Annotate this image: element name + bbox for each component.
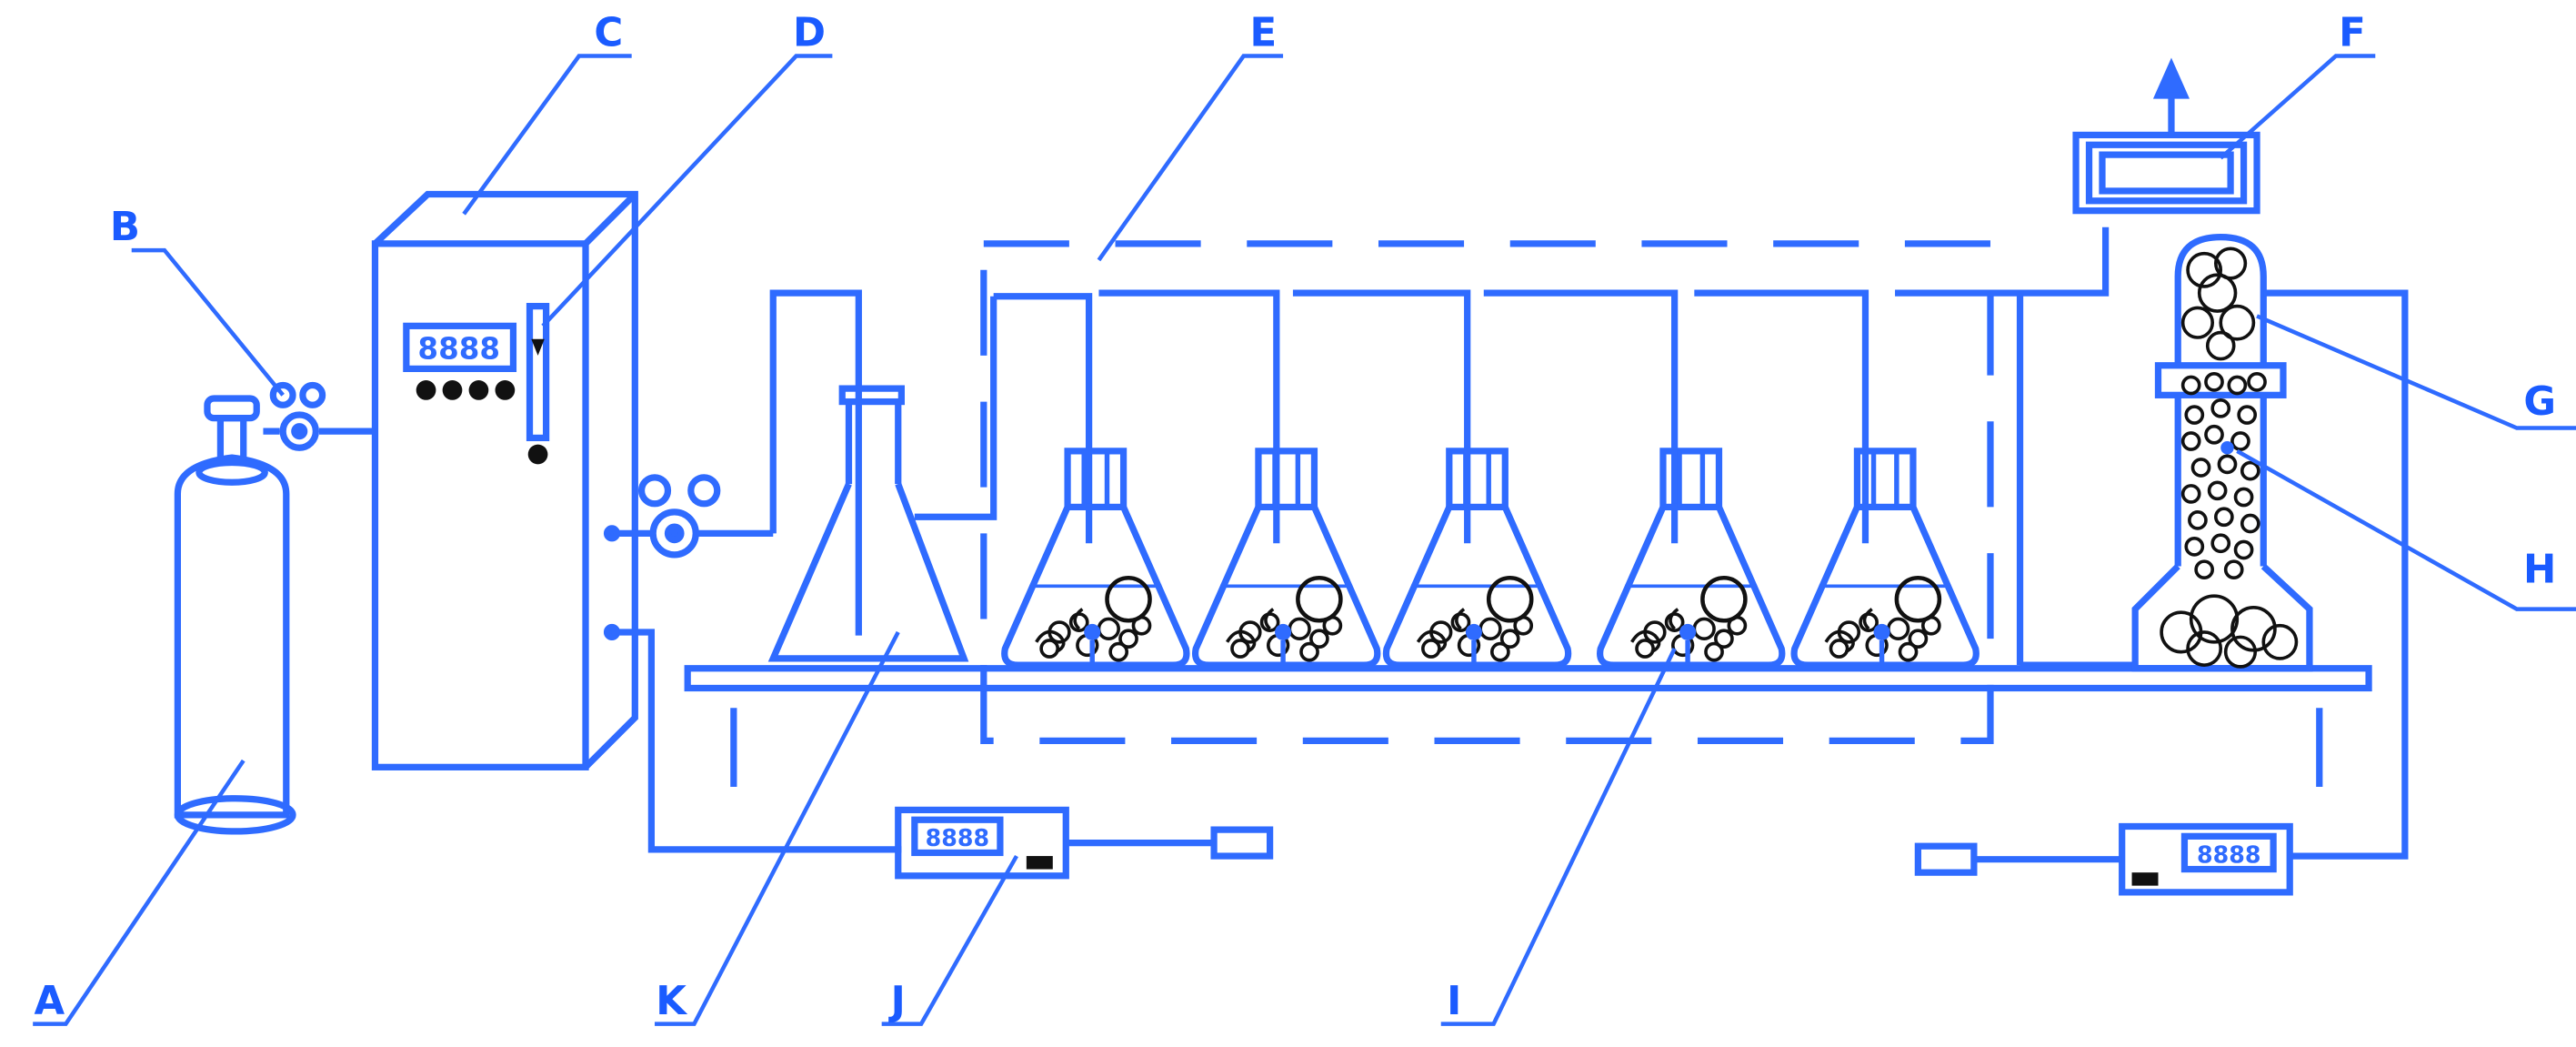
reaction-flask-5 bbox=[1794, 451, 1976, 665]
label-C: C bbox=[594, 11, 623, 56]
label-K: K bbox=[656, 979, 687, 1024]
gas-controller bbox=[371, 190, 638, 770]
label-H: H bbox=[2523, 548, 2556, 593]
packing-beads bbox=[2180, 372, 2267, 580]
label-J: J bbox=[888, 979, 906, 1024]
label-I: I bbox=[1447, 979, 1461, 1024]
bead-marker bbox=[2220, 441, 2234, 455]
label-E: E bbox=[1250, 11, 1278, 56]
meter-left bbox=[895, 806, 1274, 880]
label-G: G bbox=[2523, 379, 2556, 425]
reaction-flask-1 bbox=[1005, 451, 1187, 665]
pressure-valve bbox=[263, 381, 376, 451]
meter-right bbox=[1914, 822, 2293, 896]
meter-left-display: 8888 bbox=[926, 824, 989, 851]
meter-right-display: 8888 bbox=[2197, 841, 2260, 868]
wash-flask bbox=[767, 296, 997, 662]
packing-top bbox=[2180, 247, 2256, 361]
gas-cylinder bbox=[174, 395, 296, 835]
reaction-flask-4 bbox=[1600, 451, 1782, 665]
absorption-column bbox=[2131, 233, 2313, 672]
label-D: D bbox=[793, 11, 826, 56]
label-A: A bbox=[34, 979, 65, 1024]
reaction-flask-2 bbox=[1196, 451, 1378, 665]
controller-display: 8888 bbox=[417, 332, 500, 367]
packing-bottom bbox=[2160, 594, 2299, 669]
sensor-line-left bbox=[603, 623, 902, 853]
label-F: F bbox=[2339, 11, 2366, 56]
outlet-valve bbox=[603, 289, 862, 636]
exhaust-sensor bbox=[2072, 57, 2260, 215]
reaction-flask-3 bbox=[1386, 451, 1568, 665]
water-bath bbox=[980, 240, 1994, 745]
leader-lines bbox=[33, 54, 2576, 1026]
label-B: B bbox=[110, 205, 140, 250]
lab-bench bbox=[684, 665, 2372, 788]
sensor-line-right bbox=[2263, 289, 2409, 860]
